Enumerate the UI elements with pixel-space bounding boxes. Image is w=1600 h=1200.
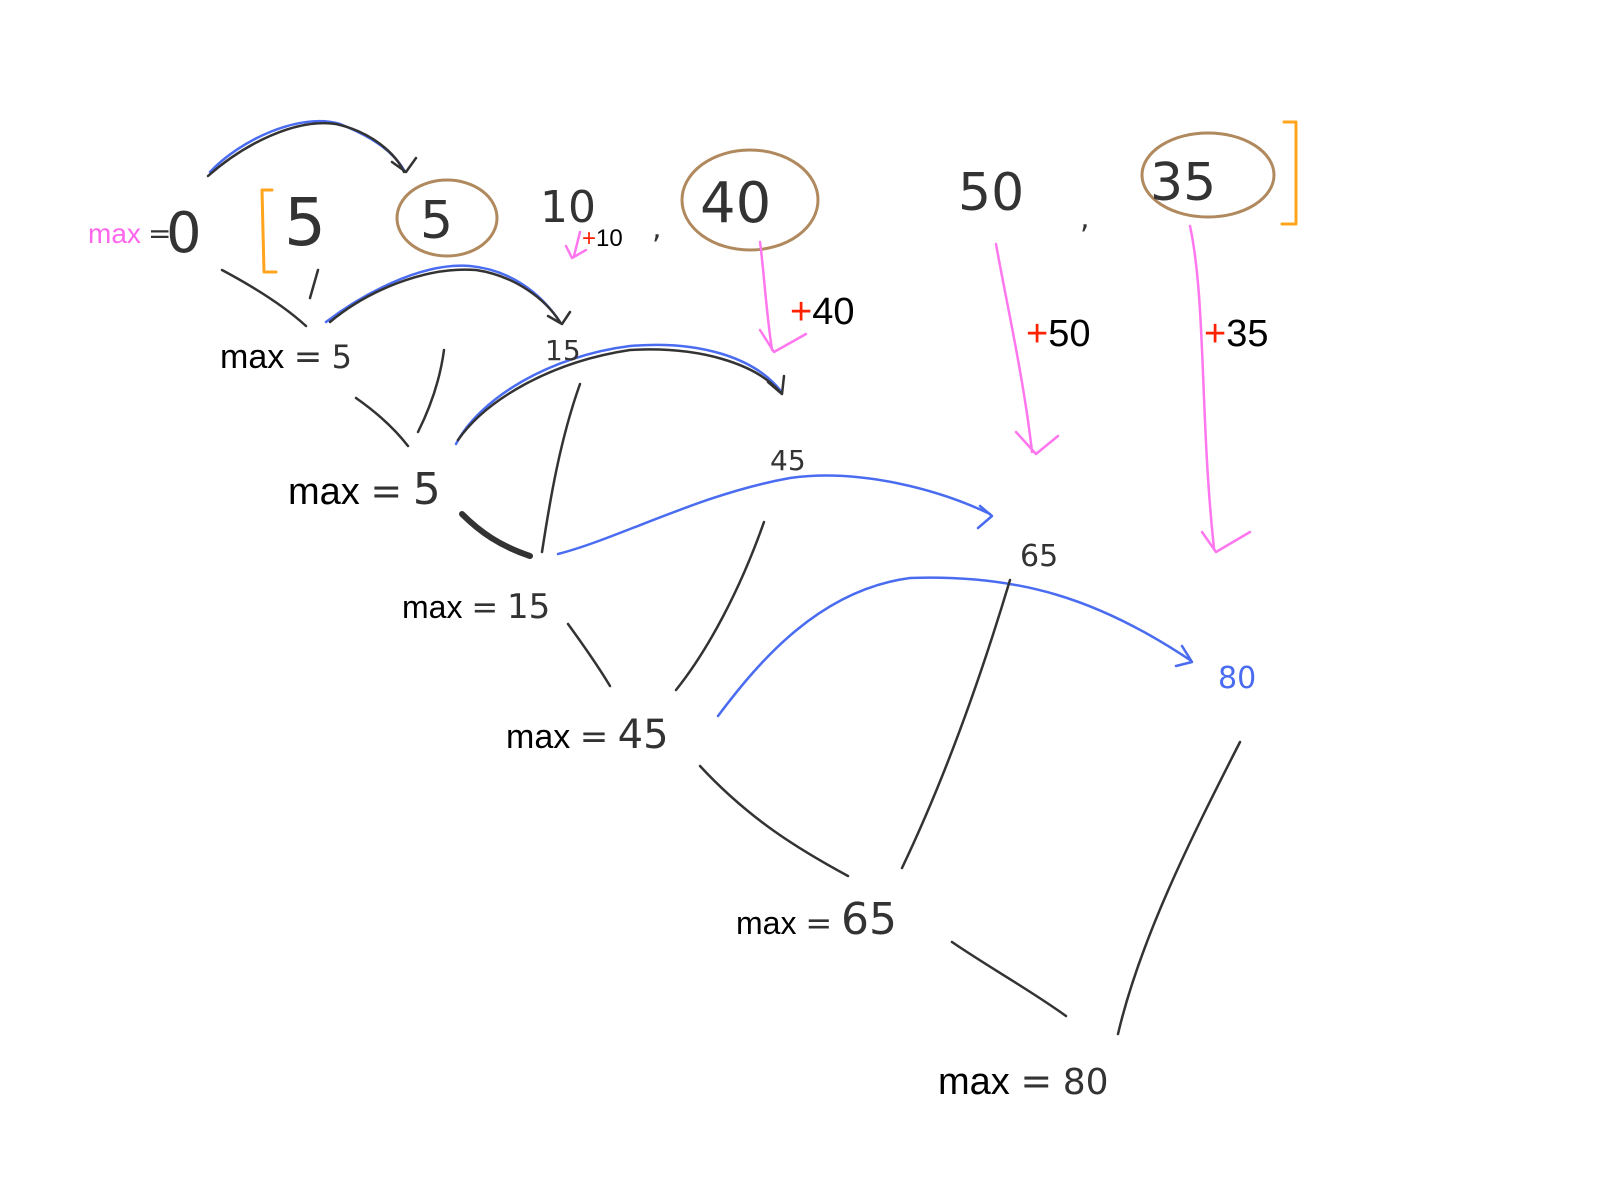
comma-2: , xyxy=(1080,201,1090,236)
pink-arrow-10 xyxy=(564,230,588,260)
start-value: 0 xyxy=(166,201,202,266)
edge-max5b-to-max15 xyxy=(459,511,533,559)
dark-arc-5-to-45 xyxy=(456,348,786,442)
edge-15top-to-max15 xyxy=(540,382,582,554)
node-80-top: 80 xyxy=(1218,661,1256,696)
pink-arrow-40 xyxy=(758,240,808,354)
edge-80top-to-max80 xyxy=(1116,740,1242,1036)
blue-arc-15-to-65 xyxy=(556,474,994,556)
dark-arc-5-to-15 xyxy=(328,268,572,326)
max-node-2: max = 5 xyxy=(288,464,441,515)
max-node-4: max = 45 xyxy=(506,712,669,758)
max-node-1: max = 5 xyxy=(220,337,352,377)
increment-40: +40 xyxy=(790,291,854,333)
blue-arc-5-to-15 xyxy=(324,264,562,324)
max-node-3: max = 15 xyxy=(402,587,550,627)
dark-arc-0-to-5 xyxy=(206,121,418,178)
highlight-circle-40 xyxy=(680,148,820,252)
max-node-6: max = 80 xyxy=(938,1059,1109,1103)
node-15-top: 15 xyxy=(545,334,581,367)
increment-10: +10 xyxy=(582,225,623,252)
blue-arc-45-to-80 xyxy=(716,576,1194,718)
array-value-4: 40 xyxy=(700,171,771,236)
edge-5-to-max5a xyxy=(308,268,320,300)
node-65-top: 65 xyxy=(1020,539,1058,574)
close-bracket xyxy=(1280,120,1298,226)
array-value-2: 5 xyxy=(420,191,453,251)
node-45-top: 45 xyxy=(770,444,806,477)
pink-arrow-50 xyxy=(994,242,1060,456)
edge-15-to-max5b xyxy=(416,348,446,434)
start-eq: = xyxy=(148,217,171,250)
edge-max45-to-max65 xyxy=(698,764,850,878)
array-value-1: 5 xyxy=(284,184,326,261)
increment-35: +35 xyxy=(1204,313,1268,355)
edge-65top-to-max65 xyxy=(900,578,1012,870)
highlight-circle-35 xyxy=(1140,131,1276,219)
edge-max65-to-max80 xyxy=(950,940,1068,1018)
edge-max15-to-max45 xyxy=(566,622,612,688)
array-value-6: 35 xyxy=(1150,153,1216,213)
edge-45top-to-max45 xyxy=(674,520,766,692)
max-node-5: max = 65 xyxy=(736,894,897,945)
start-max-label: max xyxy=(88,218,141,249)
array-value-5: 50 xyxy=(958,163,1024,223)
blue-arc-5-to-45 xyxy=(454,343,782,446)
highlight-circle-5 xyxy=(395,178,499,258)
increment-50: +50 xyxy=(1026,313,1090,355)
edge-max5a-to-max5b xyxy=(354,396,410,448)
pink-arrow-35 xyxy=(1188,224,1252,554)
edge-0-to-max5a xyxy=(220,268,308,328)
array-value-3: 10 xyxy=(540,182,596,233)
blue-arc-0-to-5 xyxy=(208,119,406,174)
comma-1: , xyxy=(652,211,662,246)
open-bracket xyxy=(260,188,278,274)
